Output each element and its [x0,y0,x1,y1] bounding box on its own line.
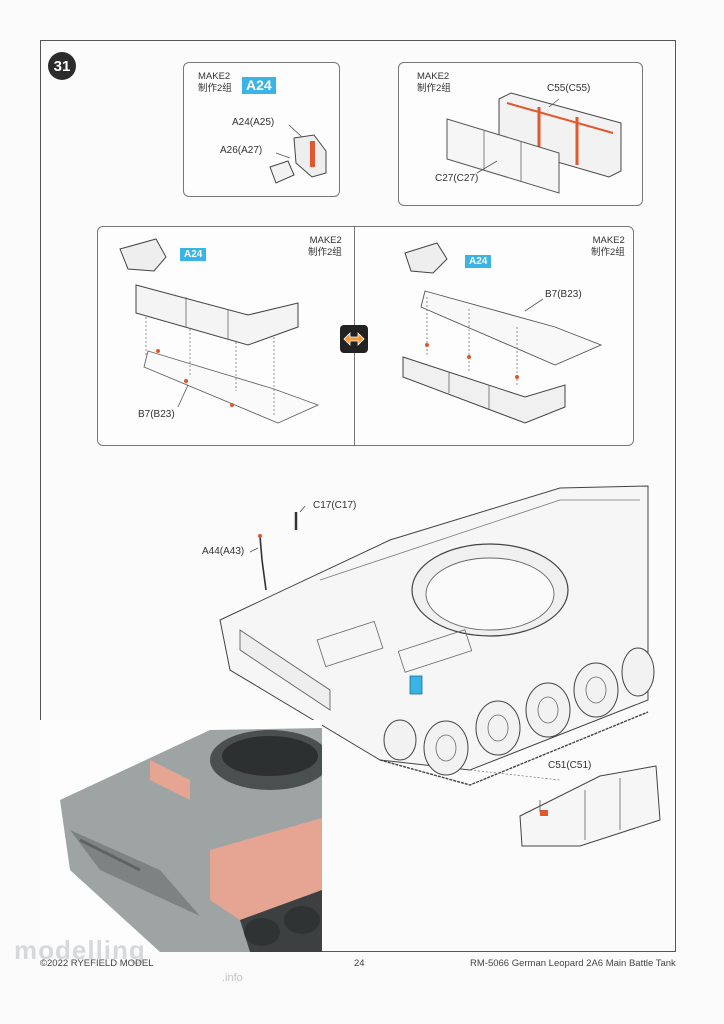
make-label: MAKE2 制作2组 [417,71,451,94]
part-drawing [402,242,603,424]
subassembly-box-c55: MAKE2 制作2组 C55(C55) C27(C27) [398,62,643,206]
subassembly-box-a24: MAKE2 制作2组 A24 A24(A25) A26(A27) [183,62,340,197]
part-label: B7(B23) [545,289,582,300]
tank-photo-render [40,720,322,952]
watermark: modelling [14,935,146,965]
part-tag: A24 [465,255,492,268]
footer-copyright: ©2022 RYEFIELD MODEL [40,958,154,969]
part-label: C27(C27) [435,173,479,184]
part-drawing [446,92,622,194]
part-label: C51(C51) [548,760,592,771]
assembly-panel-right: A24 MAKE2 制作2组 B7(B23) [354,226,634,446]
part-label: C55(C55) [547,83,591,94]
page-frame [40,40,676,952]
footer-product-title: RM-5066 German Leopard 2A6 Main Battle T… [470,958,676,969]
part-label: C17(C17) [313,500,357,511]
part-tag: A24 [180,248,207,261]
reference-photo [40,720,322,952]
part-drawing [269,124,327,184]
make-label: MAKE2 制作2组 [308,235,342,258]
watermark-suffix: .info [222,972,243,984]
footer-page-number: 24 [354,958,365,969]
part-drawing [119,238,320,424]
part-tag: A24 [242,77,276,94]
swap-arrow-icon [340,325,368,353]
assembly-panel-left: A24 MAKE2 制作2组 B7(B23) [97,226,354,446]
part-label: B7(B23) [138,409,175,420]
make-label: MAKE2 制作2组 [198,71,232,94]
part-label: A44(A43) [202,546,245,557]
make-label: MAKE2 制作2组 [591,235,625,258]
step-number: 31 [48,52,76,80]
part-label: A24(A25) [232,117,275,128]
double-arrow-icon [343,332,365,346]
part-label: A26(A27) [220,145,263,156]
